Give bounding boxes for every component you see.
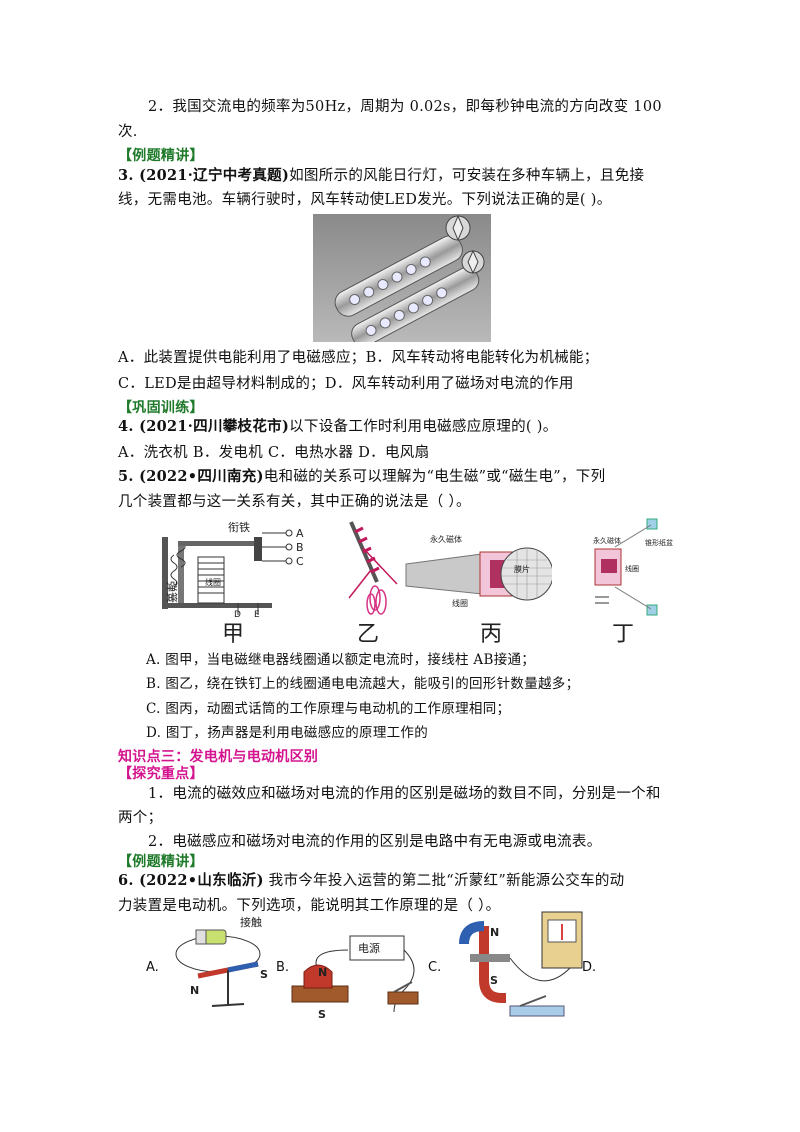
question-3-options-line-1: A．此装置提供电能利用了电磁感应；B．风车转动将电能转化为机械能； [118,350,599,366]
question-5-text: 电和磁的关系可以理解为“电生磁”或“磁生电”，下列 [263,469,606,485]
caption-ding: 丁 [612,622,635,647]
example-tag-2: 【例题精讲】 [118,854,204,870]
figure-c-n-label: N [490,926,499,939]
question-3-options-line-2: C．LED是由超导材料制成的；D．风车转动利用了磁场对电流的作用 [118,376,574,392]
knowledge-3-point-1-line-1: 1．电流的磁效应和磁场对电流的作用的区别是磁场的数目不同，分别是一个和 [148,786,661,802]
option-c-label: C. [428,960,442,975]
question-5-source: 5. (2022•四川南充) [118,468,264,485]
intro-line-2: 次. [118,124,138,140]
spring-label: 弹簧 [165,581,179,603]
terminal-c-label: C [296,555,304,568]
question-5-option-c: C. 图丙，动圈式话筒的工作原理与电动机的工作原理相同； [146,701,511,717]
terminal-d-label: D [234,610,241,617]
generator-with-power-diagram: 电源 N S [291,935,419,1020]
intro-line-1: 2．我国交流电的频率为50Hz，周期为 0.02s，即每秒钟电流的方向改变 10… [148,99,662,115]
figure-b-s-label: S [318,1008,326,1020]
question-6-text: 我市今年投入运营的第二批“沂蒙红”新能源公交车的动 [263,873,625,889]
explore-focus-tag: 【探究重点】 [118,766,204,782]
power-supply-label: 电源 [358,941,380,955]
question-5-option-d: D. 图丁，扬声器是利用电磁感应的原理工作的 [146,725,429,741]
example-tag: 【例题精讲】 [118,148,204,164]
oersted-experiment-diagram: 接触 N S [175,915,268,1007]
figure-c-s-label: S [490,974,498,987]
terminal-a-label: A [296,527,304,540]
knowledge-3-point-2: 2．电磁感应和磁场对电流的作用的区别是电路中有无电源或电流表。 [148,834,602,850]
question-5-line-2: 几个装置都与这一关系有关，其中正确的说法是（ ）。 [118,494,471,510]
question-4-source: 4. (2021·四川攀枝花市) [118,418,290,435]
practice-tag: 【巩固训练】 [118,400,204,416]
relay-diagram: 弹簧 线圈 衔铁 A B C D E [162,521,304,617]
mic-coil-label: 线圈 [452,598,468,608]
question-6-source: 6. (2022•山东临沂) [118,872,264,889]
motor-galvanometer-diagram: N S [459,911,583,1017]
option-d-label: D. [582,960,597,975]
speaker-magnet-label: 永久磁体 [593,536,621,545]
caption-jia: 甲 [222,622,245,647]
question-3-text: 如图所示的风能日行灯，可安装在多种车辆上，且免接 [289,168,645,184]
question-4-text: 以下设备工作时利用电磁感应原理的( )。 [289,419,558,435]
armature-label: 衔铁 [228,521,250,534]
knowledge-point-3-title: 知识点三：发电机与电动机区别 [118,749,319,765]
speaker-coil-label: 线圈 [625,564,639,573]
question-6-line-1: 6. (2022•山东临沂) 我市今年投入运营的第二批“沂蒙红”新能源公交车的动 [118,871,624,891]
contact-label: 接触 [240,915,262,929]
mic-magnet-label: 永久磁体 [430,534,462,544]
terminal-e-label: E [254,610,260,617]
question-5-option-a: A. 图甲，当电磁继电器线圈通以额定电流时，接线柱 AB接通； [146,652,536,668]
question-5-option-b: B. 图乙，绕在铁钉上的线圈通电电流越大，能吸引的回形针数量越多； [146,676,580,692]
question-5-line-1: 5. (2022•四川南充)电和磁的关系可以理解为“电生磁”或“磁生电”，下列 [118,467,605,487]
question-6-line-2: 力装置是电动机。下列选项，能说明其工作原理的是（ ）。 [118,898,501,914]
terminal-b-label: B [296,541,304,554]
figure-a-s-label: S [260,968,268,981]
option-b-label: B. [276,960,290,975]
nail-electromagnet-diagram [348,521,398,615]
question-4-options: A．洗衣机 B．发电机 C．电热水器 D．电风扇 [118,445,430,461]
question-3-line-1: 3. (2021·辽宁中考真题)如图所示的风能日行灯，可安装在多种车辆上，且免接 [118,166,644,186]
question-4-line: 4. (2021·四川攀枝花市)以下设备工作时利用电磁感应原理的( )。 [118,417,558,437]
question-3-source: 3. (2021·辽宁中考真题) [118,167,290,184]
figure-a-n-label: N [190,984,199,997]
cone-label: 锥形纸盆 [645,538,673,547]
led-wind-lamp-photo [313,214,491,342]
loudspeaker-diagram: 锥形纸盆 永久磁体 线圈 [593,518,673,616]
knowledge-3-point-1-line-2: 两个； [118,810,163,826]
option-a-label: A. [146,960,159,975]
caption-bing: 丙 [480,622,503,647]
membrane-label: 膜片 [514,564,530,574]
figure-b-n-label: N [318,966,327,979]
coil-label: 线圈 [205,577,221,587]
caption-yi: 乙 [357,622,380,647]
dynamic-microphone-diagram: 永久磁体 线圈 膜片 [405,534,552,608]
question-3-line-2: 线，无需电池。车辆行驶时，风车转动使LED发光。下列说法正确的是( )。 [118,192,612,208]
